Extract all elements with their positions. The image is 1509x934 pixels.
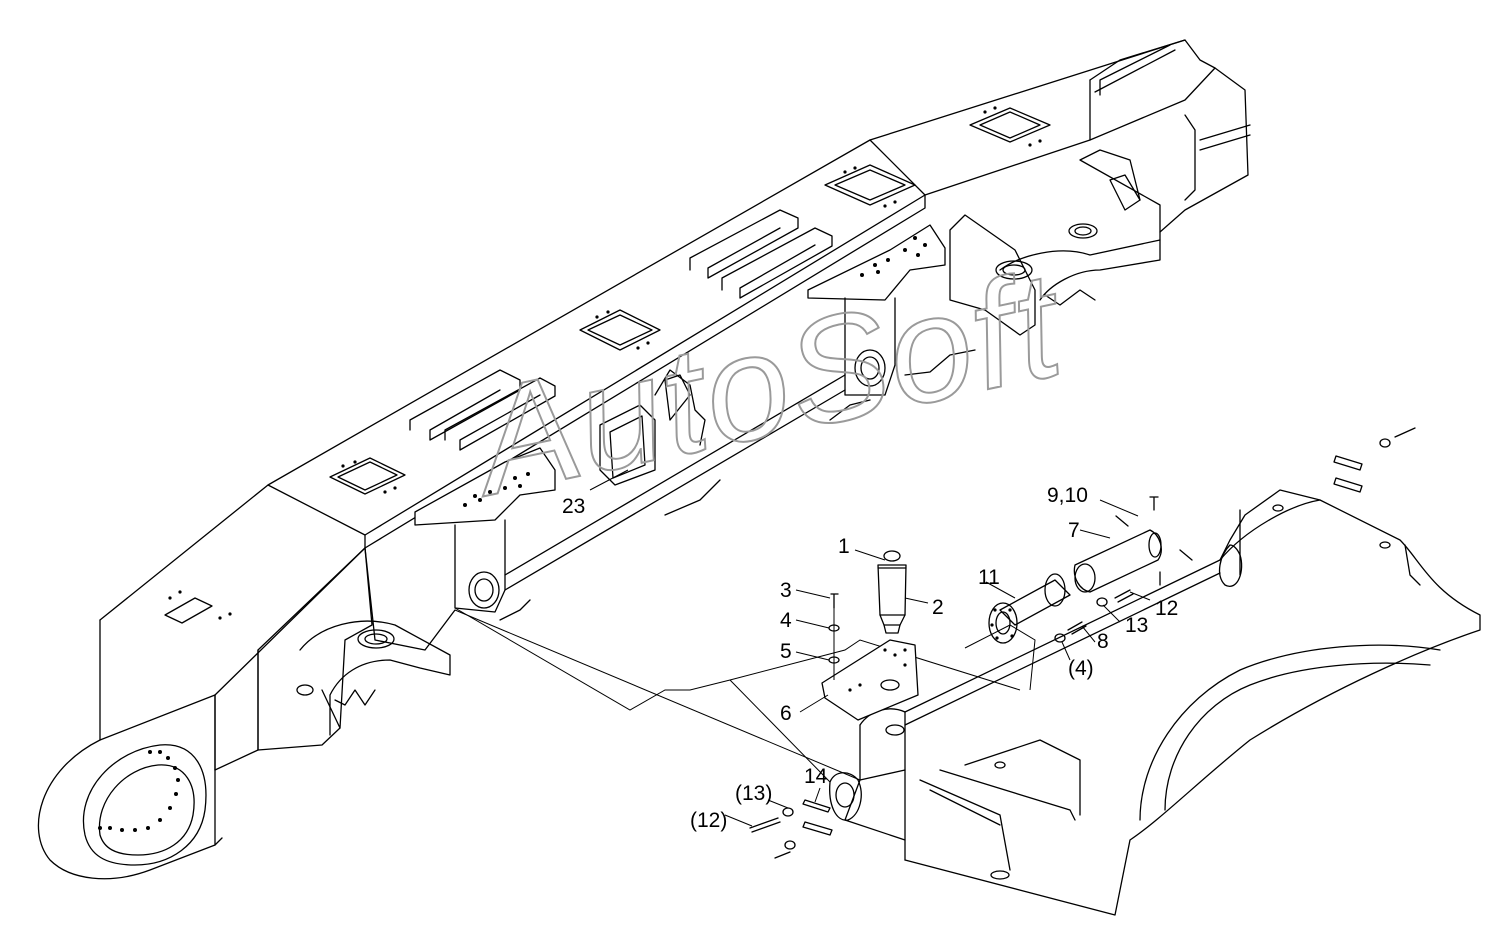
callout-13-ref: (13) (735, 782, 772, 805)
callout-6: 6 (780, 702, 792, 725)
deck-details (168, 106, 1051, 621)
callout-12-ref: (12) (690, 809, 727, 832)
callout-9-10: 9,10 (1047, 484, 1088, 507)
callout-11: 11 (978, 566, 1000, 589)
rear-section (949, 114, 1251, 336)
lower-arm (829, 489, 1481, 916)
callout-7: 7 (1068, 519, 1080, 542)
callout-3: 3 (780, 579, 792, 602)
ground-outline (454, 607, 1036, 783)
callout-4: 4 (780, 609, 792, 632)
callout-13: 13 (1125, 614, 1148, 637)
callout-5: 5 (780, 640, 792, 663)
callout-8: 8 (1097, 630, 1109, 653)
leader-lines (589, 469, 1151, 827)
callout-2: 2 (932, 596, 944, 619)
callout-23: 23 (562, 495, 585, 518)
callouts: 1 2 3 4 5 6 7 8 9,10 11 12 13 14 (4) (12… (562, 484, 1178, 832)
main-frame (37, 39, 1249, 880)
callout-1: 1 (838, 535, 850, 558)
callout-4-ref: (4) (1068, 657, 1094, 680)
callout-14: 14 (804, 765, 828, 788)
exploded-parts (749, 427, 1416, 859)
callout-12: 12 (1155, 597, 1178, 620)
watermark: AutoSoft (454, 238, 1078, 528)
